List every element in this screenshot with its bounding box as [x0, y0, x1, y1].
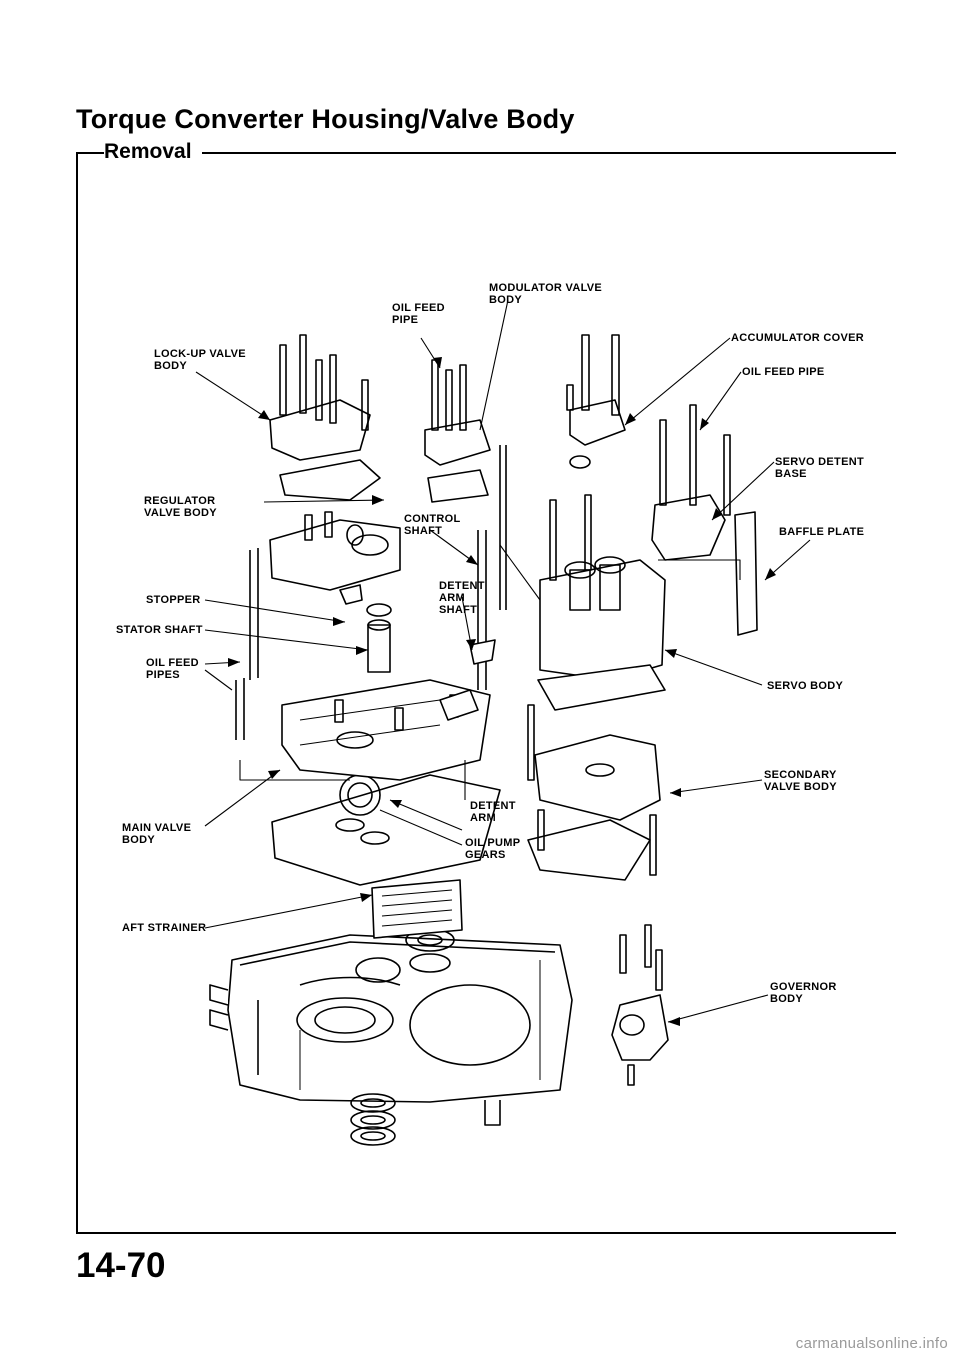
- modulator-valve-body-shape: [424, 359, 491, 503]
- servo-body-shape: [537, 494, 666, 711]
- page-number: 14-70: [76, 1246, 166, 1285]
- label-accumulator-cover: ACCUMULATOR COVER: [731, 332, 865, 344]
- converter-housing: [209, 934, 573, 1126]
- label-detent-arm-shaft: DETENT ARM SHAFT: [439, 580, 485, 616]
- label-baffle-plate: BAFFLE PLATE: [779, 526, 865, 538]
- label-servo-body: SERVO BODY: [767, 680, 844, 692]
- label-regulator-valve-body: REGULATOR VALVE BODY: [144, 495, 217, 519]
- frame-bottom-rule: [76, 1232, 896, 1234]
- accumulator-cover-shape: [566, 334, 626, 469]
- secondary-valve-body-shape: [527, 704, 661, 881]
- label-governor-body: GOVERNOR BODY: [770, 981, 837, 1005]
- label-servo-detent-base: SERVO DETENT BASE: [775, 456, 864, 480]
- aft-strainer: [371, 879, 463, 939]
- label-oil-feed-pipes: OIL FEED PIPES: [146, 657, 199, 681]
- lockup-valve-body-shape: [269, 334, 381, 501]
- label-stopper: STOPPER: [146, 594, 201, 606]
- label-secondary-valve-body: SECONDARY VALVE BODY: [764, 769, 837, 793]
- bottom-seals: [350, 1093, 396, 1146]
- label-oil-feed-pipe-right: OIL FEED PIPE: [742, 366, 825, 378]
- label-oil-pump-gears: OIL PUMP GEARS: [465, 837, 521, 861]
- watermark: carmanualsonline.info: [795, 1335, 948, 1352]
- servo-detent-base-shape: [651, 404, 731, 561]
- regulator-valve-body-shape: [269, 511, 401, 591]
- label-modulator-valve-body: MODULATOR VALVE BODY: [489, 282, 603, 306]
- label-aft-strainer: AFT STRAINER: [122, 922, 207, 934]
- label-oil-feed-pipe-top: OIL FEED PIPE: [392, 302, 445, 326]
- frame-top-rule: [76, 152, 896, 154]
- label-lockup-valve-body: LOCK-UP VALVE BODY: [154, 348, 246, 372]
- frame-corner-tick: [76, 152, 98, 154]
- governor-body-shape: [611, 924, 669, 1086]
- page-title: Torque Converter Housing/Valve Body: [76, 104, 575, 134]
- frame-left-rule: [76, 152, 78, 1232]
- label-stator-shaft: STATOR SHAFT: [116, 624, 203, 636]
- section-heading: Removal: [104, 140, 202, 164]
- main-valve-body-shape: [281, 679, 491, 781]
- label-control-shaft: CONTROL SHAFT: [404, 513, 461, 537]
- label-detent-arm: DETENT ARM: [470, 800, 516, 824]
- label-main-valve-body: MAIN VALVE BODY: [122, 822, 192, 846]
